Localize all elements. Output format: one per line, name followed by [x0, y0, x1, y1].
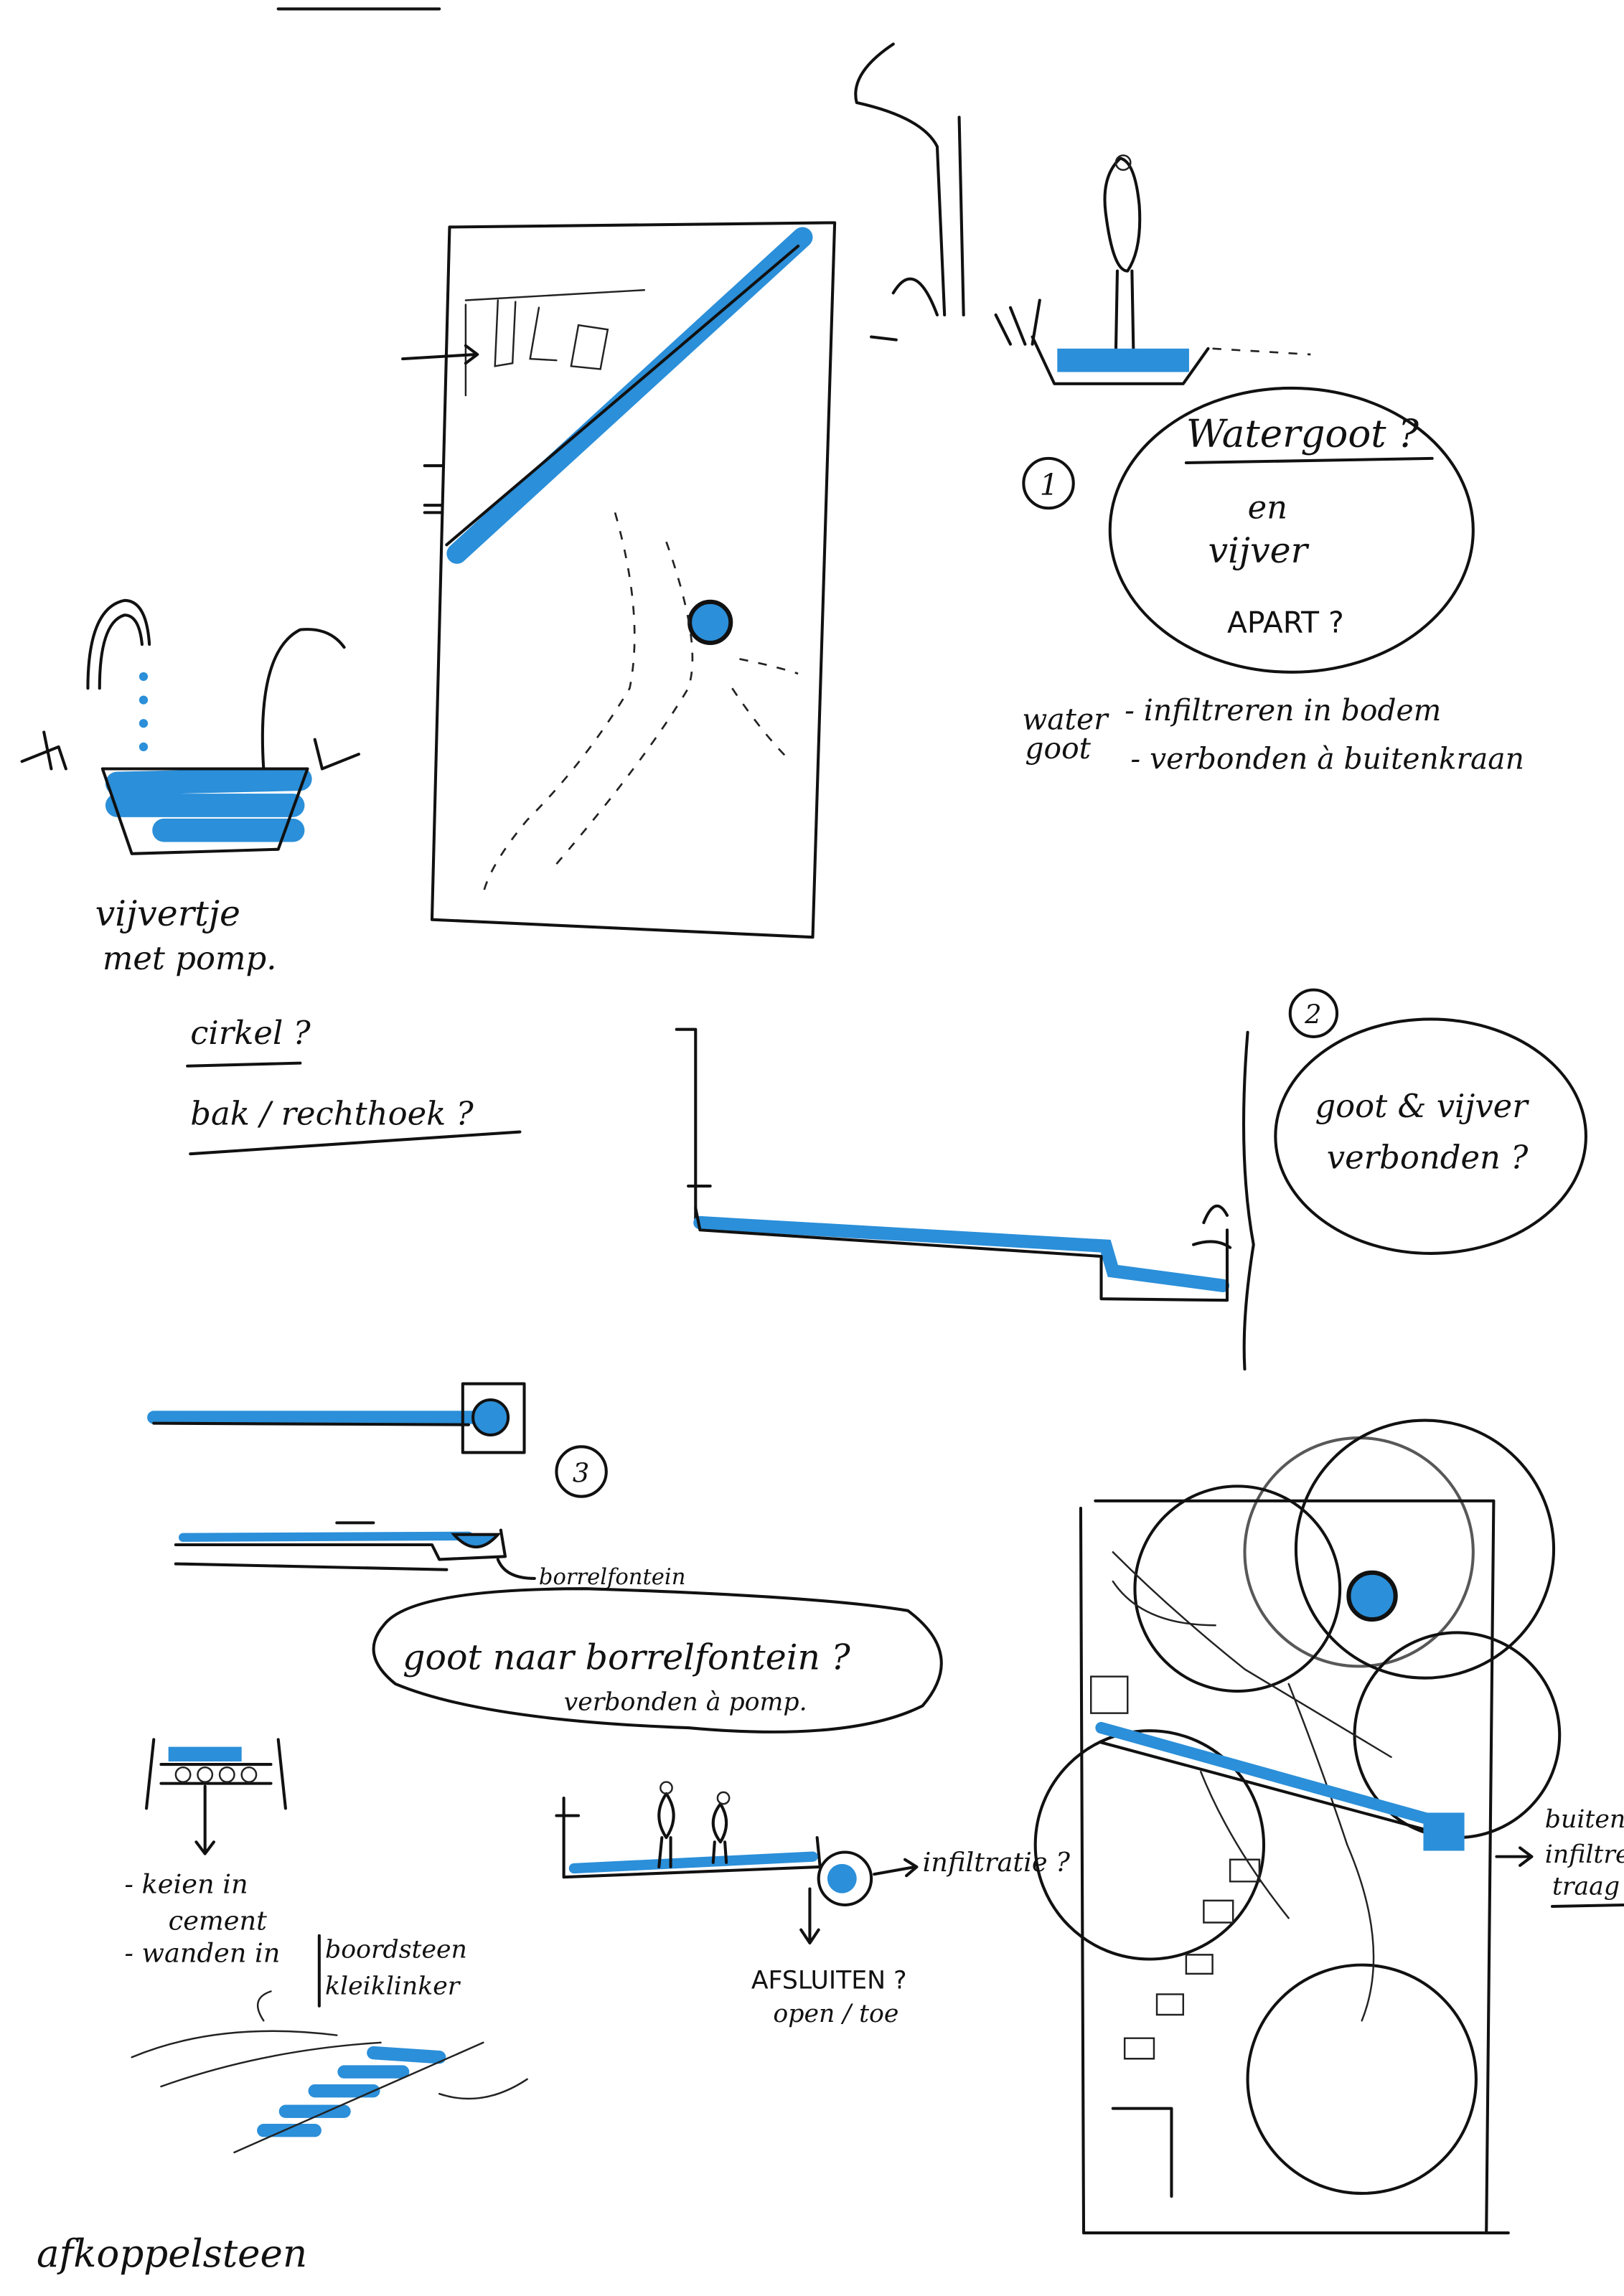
number-1-circle — [1022, 456, 1075, 510]
pond-circle — [687, 599, 733, 646]
option-3: 3 borrelfontein goot naar borrelfontein … — [147, 1382, 943, 1733]
footer-label: afkoppelsteen — [37, 2231, 307, 2276]
close-question: AFSLUITEN ? — [751, 1966, 907, 1995]
option-1: 1 Watergoot ? en vijver APART ? water go… — [1022, 386, 1524, 776]
bubble1-line3: vijver — [1208, 530, 1309, 571]
question-bubble-2 — [1274, 1017, 1587, 1255]
note-connected-tap: - verbonden à buitenkraan — [1130, 741, 1524, 776]
bubble1-line2: en — [1248, 489, 1287, 527]
shape-option-rectangle: bak / rechthoek ? — [190, 1094, 474, 1132]
number-2-circle — [1288, 988, 1339, 1038]
question-bubble-1 — [1108, 386, 1475, 674]
material-1b: cement — [169, 1906, 267, 1937]
material-1a: - keien in — [124, 1869, 248, 1900]
infiltration-label: infiltratie ? — [923, 1847, 1071, 1878]
site-plan: buiten infiltre traag — [1033, 1418, 1624, 2235]
close-options: open / toe — [773, 2000, 898, 2028]
plan-label-2: infiltre — [1545, 1840, 1624, 1869]
bubble1-line1: Watergoot ? — [1186, 412, 1419, 456]
number-3: 3 — [573, 1457, 589, 1488]
bubble2-line1: goot & vijver — [1315, 1087, 1529, 1125]
bubble2-line2: verbonden ? — [1327, 1139, 1529, 1177]
bubble3-line2: verbonden à pomp. — [564, 1688, 807, 1717]
pond-sketch: vijvertje met pomp. cirkel ? bak / recht… — [20, 598, 522, 1156]
materials-sketch: - keien in cement - wanden in boordsteen… — [37, 1738, 528, 2276]
question-bubble-3 — [372, 1587, 943, 1733]
bubble1-line4: APART ? — [1227, 606, 1344, 640]
option-2: 2 goot & vijver verbonden ? — [675, 988, 1587, 1371]
number-2: 2 — [1304, 999, 1321, 1030]
section-with-people: infiltratie ? AFSLUITEN ? open / toe — [555, 1781, 1071, 2028]
number-1: 1 — [1040, 468, 1059, 502]
pond-label-2: met pomp. — [103, 939, 277, 977]
note-infiltrate: - infiltreren in bodem — [1125, 693, 1441, 728]
material-2: - wanden in — [124, 1938, 280, 1969]
goot-label: goot — [1025, 731, 1091, 766]
fountain-label: borrelfontein — [539, 1565, 685, 1590]
material-option-a: boordsteen — [325, 1935, 467, 1964]
water-label: water — [1022, 702, 1109, 736]
plan-label-1: buiten — [1545, 1805, 1624, 1834]
number-3-circle — [555, 1445, 608, 1498]
bubble3-line1: goot naar borrelfontein ? — [403, 1637, 850, 1678]
pond-label-1: vijvertje — [95, 893, 240, 934]
shape-option-circle: cirkel ? — [190, 1014, 311, 1052]
plan-label-3: traag — [1552, 1873, 1620, 1901]
gutter-section-sketch — [854, 42, 1311, 385]
material-option-b: kleiklinker — [325, 1972, 461, 2000]
garden-plan-drawing — [401, 221, 837, 939]
